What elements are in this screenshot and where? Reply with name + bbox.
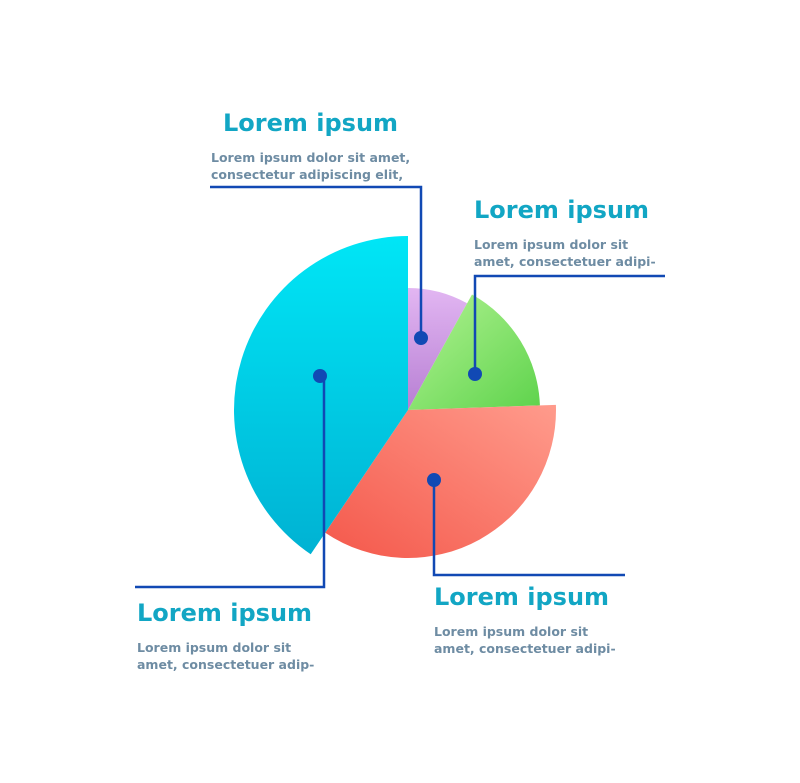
pie-slices xyxy=(234,236,556,558)
callout-line: amet, consectetuer adipi- xyxy=(434,641,616,657)
leader-dot-red xyxy=(427,473,441,487)
leader-line-green xyxy=(473,274,665,374)
pie-slice-blue xyxy=(234,236,408,555)
leader-dot-blue xyxy=(313,369,327,383)
callout-blue: Lorem ipsum Lorem ipsum dolor sit amet, … xyxy=(137,600,314,674)
callout-line: Lorem ipsum dolor sit xyxy=(474,237,629,253)
leader-dot-purple xyxy=(414,331,428,345)
callout-title: Lorem ipsum xyxy=(474,196,650,224)
leader-line-purple xyxy=(210,185,423,338)
leader-line-red xyxy=(432,480,625,577)
callout-line: Lorem ipsum dolor sit xyxy=(434,624,589,640)
callout-line: amet, consectetuer adip- xyxy=(137,657,315,673)
leader-lines xyxy=(135,185,665,589)
callout-red: Lorem ipsum Lorem ipsum dolor sit amet, … xyxy=(434,584,616,658)
callout-green: Lorem ipsum Lorem ipsum dolor sit amet, … xyxy=(474,197,656,271)
callout-body: Lorem ipsum dolor sit amet, consectetuer… xyxy=(474,237,656,271)
leader-dot-green xyxy=(468,367,482,381)
callout-purple: Lorem ipsum Lorem ipsum dolor sit amet, … xyxy=(211,109,410,184)
callout-body: Lorem ipsum dolor sit amet, consectetuer… xyxy=(434,624,616,658)
callout-line: Lorem ipsum dolor sit xyxy=(137,640,292,656)
callout-body: Lorem ipsum dolor sit amet, consectetur … xyxy=(211,150,410,184)
callout-line: Lorem ipsum dolor sit amet, xyxy=(211,150,411,166)
callout-title: Lorem ipsum xyxy=(137,599,313,627)
callout-body: Lorem ipsum dolor sit amet, consectetuer… xyxy=(137,640,314,674)
pie-slice-purple xyxy=(408,288,468,410)
callout-title: Lorem ipsum xyxy=(223,109,399,137)
callout-title: Lorem ipsum xyxy=(434,583,610,611)
callout-line: consectetur adipiscing elit, xyxy=(211,167,404,183)
callout-line: amet, consectetuer adipi- xyxy=(474,254,656,270)
